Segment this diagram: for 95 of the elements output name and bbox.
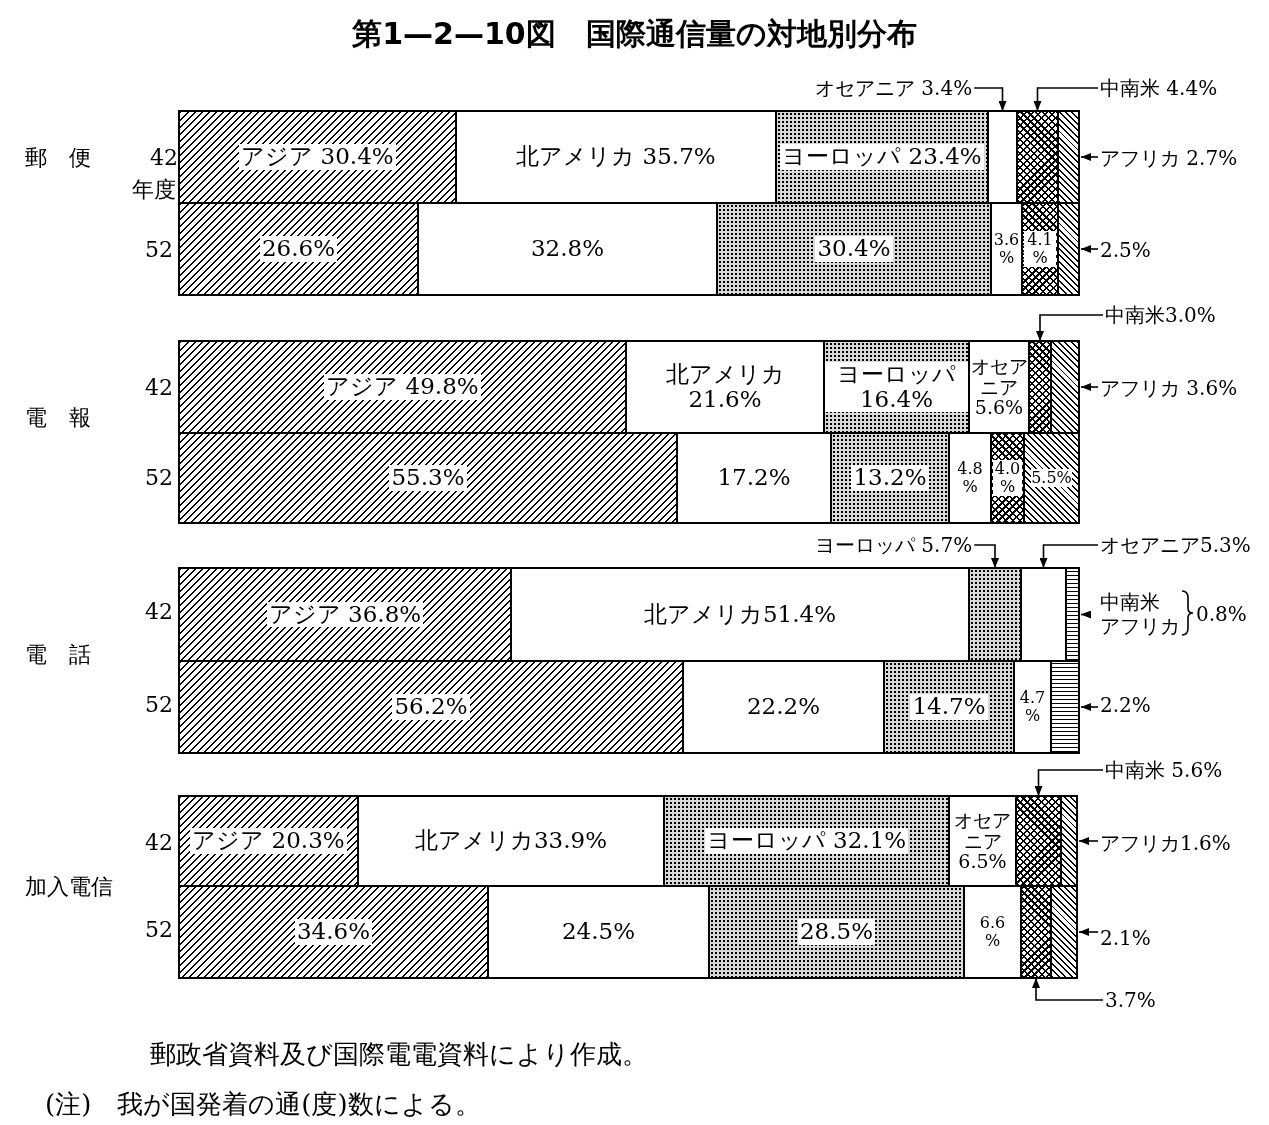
region-label: アフリカ (1100, 616, 1180, 636)
value-label: アジア 49.8% (324, 374, 481, 400)
bar-segment (968, 567, 1022, 662)
bar-segment (1020, 885, 1052, 979)
value-label: ヨーロッパ 16.4% (825, 361, 968, 413)
leader-line (1034, 769, 1104, 797)
callout-label: オセアニア5.3% (1100, 535, 1251, 555)
bar-segment (1050, 340, 1080, 434)
bar-segment (708, 885, 965, 979)
callout-label: アフリカ 3.6% (1100, 378, 1238, 398)
footnote: (注) 我が国発着の通(度)数による。 (45, 1091, 481, 1117)
bar-segment (178, 567, 512, 662)
callout-label: 3.7% (1105, 990, 1156, 1010)
callout-label: 2.1% (1100, 928, 1151, 948)
bar-segment (823, 340, 970, 434)
bar-segment (178, 432, 678, 524)
bar-segment (178, 202, 419, 296)
bar-segment (178, 795, 359, 887)
value-label: アジア 36.8% (266, 601, 424, 628)
year-label: 42 (145, 601, 173, 623)
callout-label: 2.5% (1100, 240, 1151, 260)
year-label: 52 (145, 694, 173, 716)
callout-label: アフリカ 2.7% (1100, 148, 1238, 168)
leader-line (1039, 544, 1099, 569)
leader-line (973, 544, 999, 569)
bar-segment (990, 432, 1025, 524)
bar-segment (1050, 660, 1080, 754)
bar-segment (1065, 567, 1080, 662)
value-label: 56.2% (392, 694, 470, 720)
bar-segment (883, 660, 1015, 754)
value-label: アジア 30.4% (239, 144, 396, 170)
callout-label: 2.2% (1100, 695, 1151, 715)
value-label: 0.8% (1196, 604, 1247, 624)
year-label: 42 (145, 832, 173, 854)
value-label: 北アメリカ 35.7% (514, 144, 718, 170)
leader-line (1078, 837, 1099, 845)
value-label: 14.7% (910, 694, 988, 720)
year-label: 52 (145, 919, 173, 941)
value-label: 13.2% (851, 465, 929, 491)
value-label: アジア 20.3% (190, 828, 347, 854)
leader-line (1080, 610, 1091, 619)
bar-segment (1015, 795, 1062, 887)
chart-title: 第1—2—10図 国際通信量の対地別分布 (351, 15, 918, 53)
leader-line (1032, 977, 1104, 1001)
bar-segment (830, 432, 950, 524)
value-label: 30.4% (815, 236, 893, 262)
source-note: 郵政省資料及び国際電電資料により作成。 (150, 1041, 648, 1067)
leader-line (1036, 314, 1104, 342)
bar-segment (1057, 202, 1080, 296)
callout-label: 中南米3.0% (1105, 305, 1216, 325)
year-label: 42 (150, 147, 178, 169)
value-label: 26.6% (259, 236, 338, 262)
bar-segment (1050, 885, 1078, 979)
row-label: 郵 便 (25, 147, 91, 169)
value-label: 4.0 % (993, 460, 1022, 496)
value-label: 55.3% (389, 465, 467, 491)
value-label: ヨーロッパ 32.1% (704, 828, 909, 854)
value-label: 34.6% (294, 919, 373, 945)
leader-line (1033, 87, 1099, 112)
year-label: 52 (145, 467, 173, 489)
value-label: ヨーロッパ 23.4% (780, 144, 984, 170)
row-label: 電 報 (25, 407, 91, 429)
callout-label: 中南米 5.6% (1105, 760, 1223, 780)
row-label: 加入電信 (25, 876, 113, 898)
bar-segment (1060, 795, 1078, 887)
bar-segment (663, 795, 950, 887)
bar-segment (178, 885, 489, 979)
callout-label: ヨーロッパ 5.7% (815, 535, 973, 555)
bar-segment (178, 110, 457, 204)
leader-line (973, 87, 1007, 112)
year-label: 42 (145, 377, 173, 399)
value-label: 28.5% (797, 919, 876, 945)
bar-segment (1057, 110, 1080, 204)
bar-segment (1021, 202, 1059, 296)
bar-segment (1023, 432, 1080, 524)
bar-segment (1016, 110, 1059, 204)
leader-line (1080, 245, 1099, 253)
unit-label: 年度 (132, 179, 176, 201)
bar-segment (178, 660, 684, 754)
year-label: 52 (145, 239, 173, 261)
leader-line (1080, 153, 1099, 161)
value-label: 5.5% (1031, 469, 1072, 487)
callout-label: 中南米 4.4% (1100, 78, 1218, 98)
callout-label: オセアニア 3.4% (815, 78, 973, 98)
row-label: 電 話 (25, 644, 91, 666)
leader-line (1080, 703, 1099, 711)
leader-line (1080, 383, 1099, 391)
bar-segment (1028, 340, 1052, 434)
leader-line (1078, 928, 1099, 936)
callout-label: アフリカ1.6% (1100, 833, 1231, 853)
region-label: 中南米 (1100, 592, 1160, 612)
bar-segment (775, 110, 989, 204)
value-label: 4.1 % (1024, 231, 1056, 267)
bar-segment (716, 202, 992, 296)
bar-segment (178, 340, 627, 434)
